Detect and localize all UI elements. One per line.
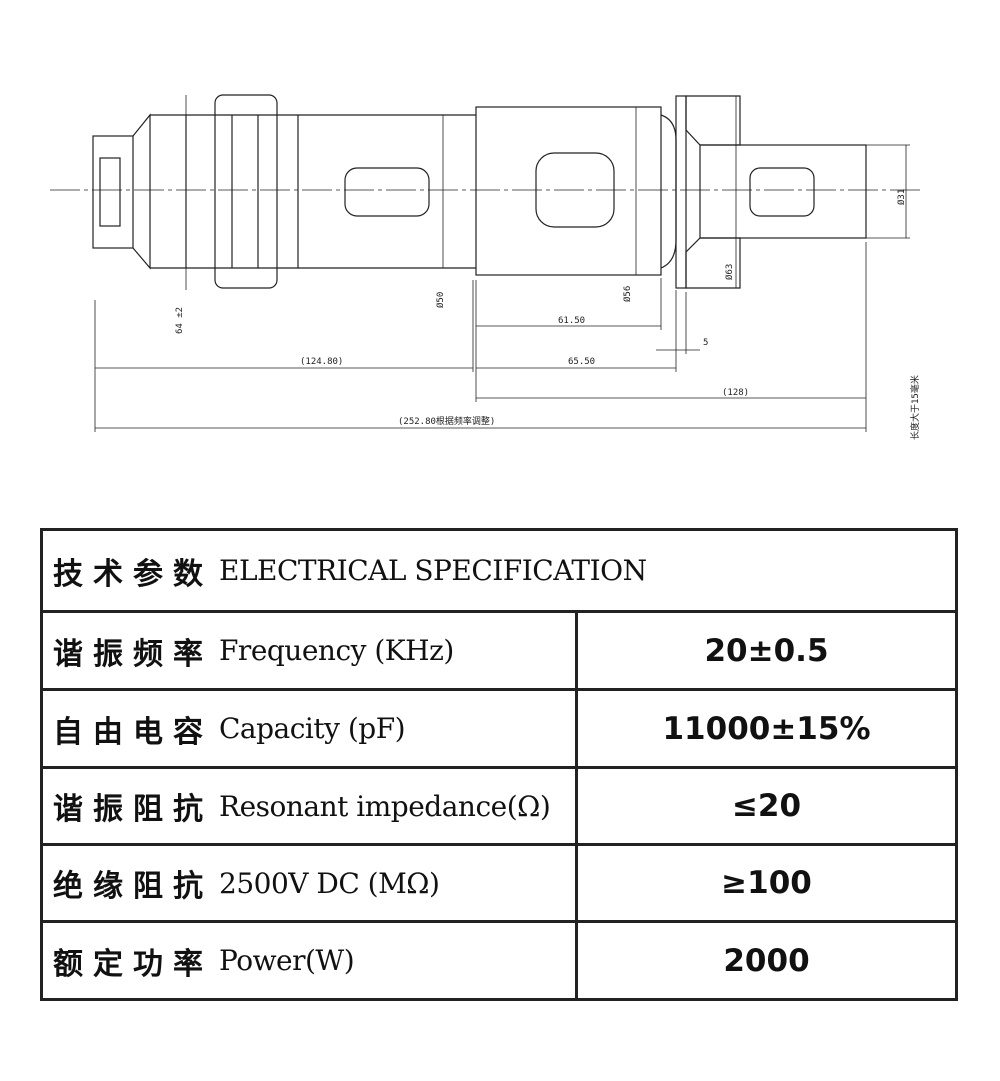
dim-d63: Ø63 — [724, 264, 735, 280]
dim-d56: Ø56 — [622, 286, 633, 302]
dim-5: 5 — [703, 338, 708, 348]
length-note: 长度大于15毫米 — [909, 375, 921, 440]
dim-65-50: 65.50 — [568, 357, 595, 367]
row-value: ≤20 — [731, 788, 802, 824]
dim-252-80: (252.80根据频率调整) — [398, 415, 495, 427]
row-value: 20±0.5 — [704, 632, 829, 669]
dim-61-50: 61.50 — [558, 316, 585, 326]
flange — [675, 95, 687, 289]
spec-title-en: ELECTRICAL SPECIFICATION — [219, 554, 647, 587]
spec-row-impedance: 谐振阻抗 Resonant impedance(Ω) ≤20 — [43, 769, 955, 846]
end-nut — [92, 135, 134, 249]
row-value: 11000±15% — [662, 710, 871, 747]
row-label-en: 2500V DC (MΩ) — [219, 866, 440, 900]
row-label-en: Capacity (pF) — [219, 712, 406, 745]
dim-d31: Ø31 — [896, 189, 907, 205]
row-label-zh: 谐振阻抗 — [53, 792, 213, 827]
row-label-zh: 额定功率 — [53, 946, 213, 982]
row-label-zh: 绝缘阻抗 — [53, 869, 213, 904]
booster-section — [475, 106, 662, 276]
row-value: ≥100 — [721, 865, 812, 901]
spec-row-insulation: 绝缘阻抗 2500V DC (MΩ) ≥100 — [43, 846, 955, 923]
spec-row-capacity: 自由电容 Capacity (pF) 11000±15% — [43, 691, 955, 769]
dim-124-80: (124.80) — [300, 357, 343, 367]
dim-128: (128) — [722, 388, 749, 398]
spec-title-zh: 技术参数 — [53, 556, 213, 592]
spec-table: 技术参数 ELECTRICAL SPECIFICATION 谐振频率 Frequ… — [40, 528, 958, 1001]
spec-row-frequency: 谐振频率 Frequency (KHz) 20±0.5 — [43, 613, 955, 691]
spec-row-power: 额定功率 Power(W) 2000 — [43, 923, 955, 998]
slot-right — [749, 167, 815, 217]
spec-title-row: 技术参数 ELECTRICAL SPECIFICATION — [43, 531, 955, 613]
dim-64: 64 ±2 — [175, 307, 185, 334]
row-label-zh: 谐振频率 — [53, 636, 213, 672]
dim-d50: Ø50 — [435, 292, 446, 308]
clamp-ring — [214, 94, 278, 289]
slot-left — [344, 167, 430, 217]
row-label-zh: 自由电容 — [53, 714, 213, 750]
row-label-en: Frequency (KHz) — [219, 634, 454, 667]
output-stud — [699, 144, 867, 239]
row-label-en: Power(W) — [219, 944, 355, 977]
row-label-en: Resonant impedance(Ω) — [219, 789, 551, 823]
row-value: 2000 — [723, 942, 810, 979]
transducer-technical-drawing: Ø50 Ø56 Ø63 Ø31 64 ±2 61.50 5 (124.80) 6… — [50, 94, 921, 440]
slot-middle — [535, 152, 615, 228]
